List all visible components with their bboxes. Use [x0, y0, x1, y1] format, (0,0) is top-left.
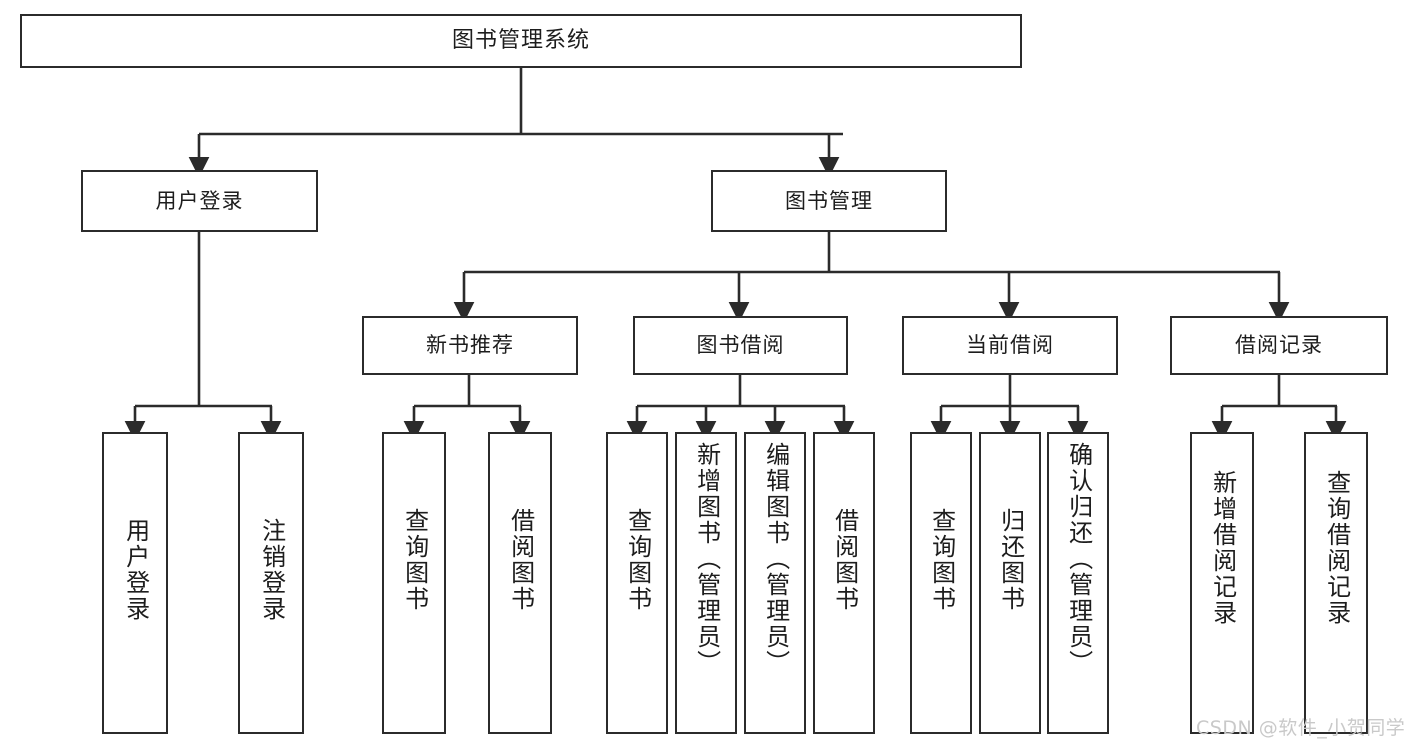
node-label: 借阅图书: [830, 508, 859, 612]
node-book-borrow[interactable]: 图书借阅: [633, 316, 848, 375]
leaf-borrow-book-recommend[interactable]: 借阅图书: [488, 432, 552, 734]
leaf-edit-book-admin[interactable]: 编辑图书（管理员）: [744, 432, 806, 734]
leaf-query-book-current[interactable]: 查询图书: [910, 432, 972, 734]
leaf-borrow-book[interactable]: 借阅图书: [813, 432, 875, 734]
node-label: 图书管理系统: [451, 28, 590, 54]
leaf-add-book-admin[interactable]: 新增图书（管理员）: [675, 432, 737, 734]
node-current-borrow[interactable]: 当前借阅: [902, 316, 1118, 375]
leaf-query-book-recommend[interactable]: 查询图书: [382, 432, 446, 734]
node-label: 新增借阅记录: [1208, 470, 1237, 626]
leaf-add-borrow-record[interactable]: 新增借阅记录: [1190, 432, 1254, 734]
node-label: 当前借阅: [966, 333, 1054, 358]
node-root-book-management-system[interactable]: 图书管理系统: [20, 14, 1022, 68]
node-label: 查询图书: [400, 508, 429, 612]
node-book-management[interactable]: 图书管理: [711, 170, 947, 232]
node-label: 注销登录: [257, 518, 286, 622]
node-new-book-recommend[interactable]: 新书推荐: [362, 316, 578, 375]
node-label: 新增图书（管理员）: [692, 442, 721, 676]
node-label: 借阅记录: [1235, 333, 1323, 358]
leaf-confirm-return-admin[interactable]: 确认归还（管理员）: [1047, 432, 1109, 734]
node-label: 查询图书: [623, 508, 652, 612]
node-label: 确认归还（管理员）: [1064, 442, 1093, 676]
leaf-query-book-borrow[interactable]: 查询图书: [606, 432, 668, 734]
leaf-query-borrow-record[interactable]: 查询借阅记录: [1304, 432, 1368, 734]
node-label: 新书推荐: [426, 333, 514, 358]
node-label: 用户登录: [155, 188, 244, 213]
node-label: 用户登录: [121, 518, 150, 622]
node-label: 查询借阅记录: [1322, 470, 1351, 626]
leaf-return-book[interactable]: 归还图书: [979, 432, 1041, 734]
node-label: 图书管理: [785, 188, 873, 213]
node-label: 编辑图书（管理员）: [761, 442, 790, 676]
csdn-watermark: CSDN @软件_小贺同学: [1196, 717, 1405, 739]
leaf-logout[interactable]: 注销登录: [238, 432, 304, 734]
node-label: 借阅图书: [506, 508, 535, 612]
node-label: 查询图书: [927, 508, 956, 612]
node-label: 归还图书: [996, 508, 1025, 612]
node-user-login[interactable]: 用户登录: [81, 170, 318, 232]
leaf-user-login[interactable]: 用户登录: [102, 432, 168, 734]
node-label: 图书借阅: [696, 333, 785, 358]
node-borrow-record[interactable]: 借阅记录: [1170, 316, 1388, 375]
